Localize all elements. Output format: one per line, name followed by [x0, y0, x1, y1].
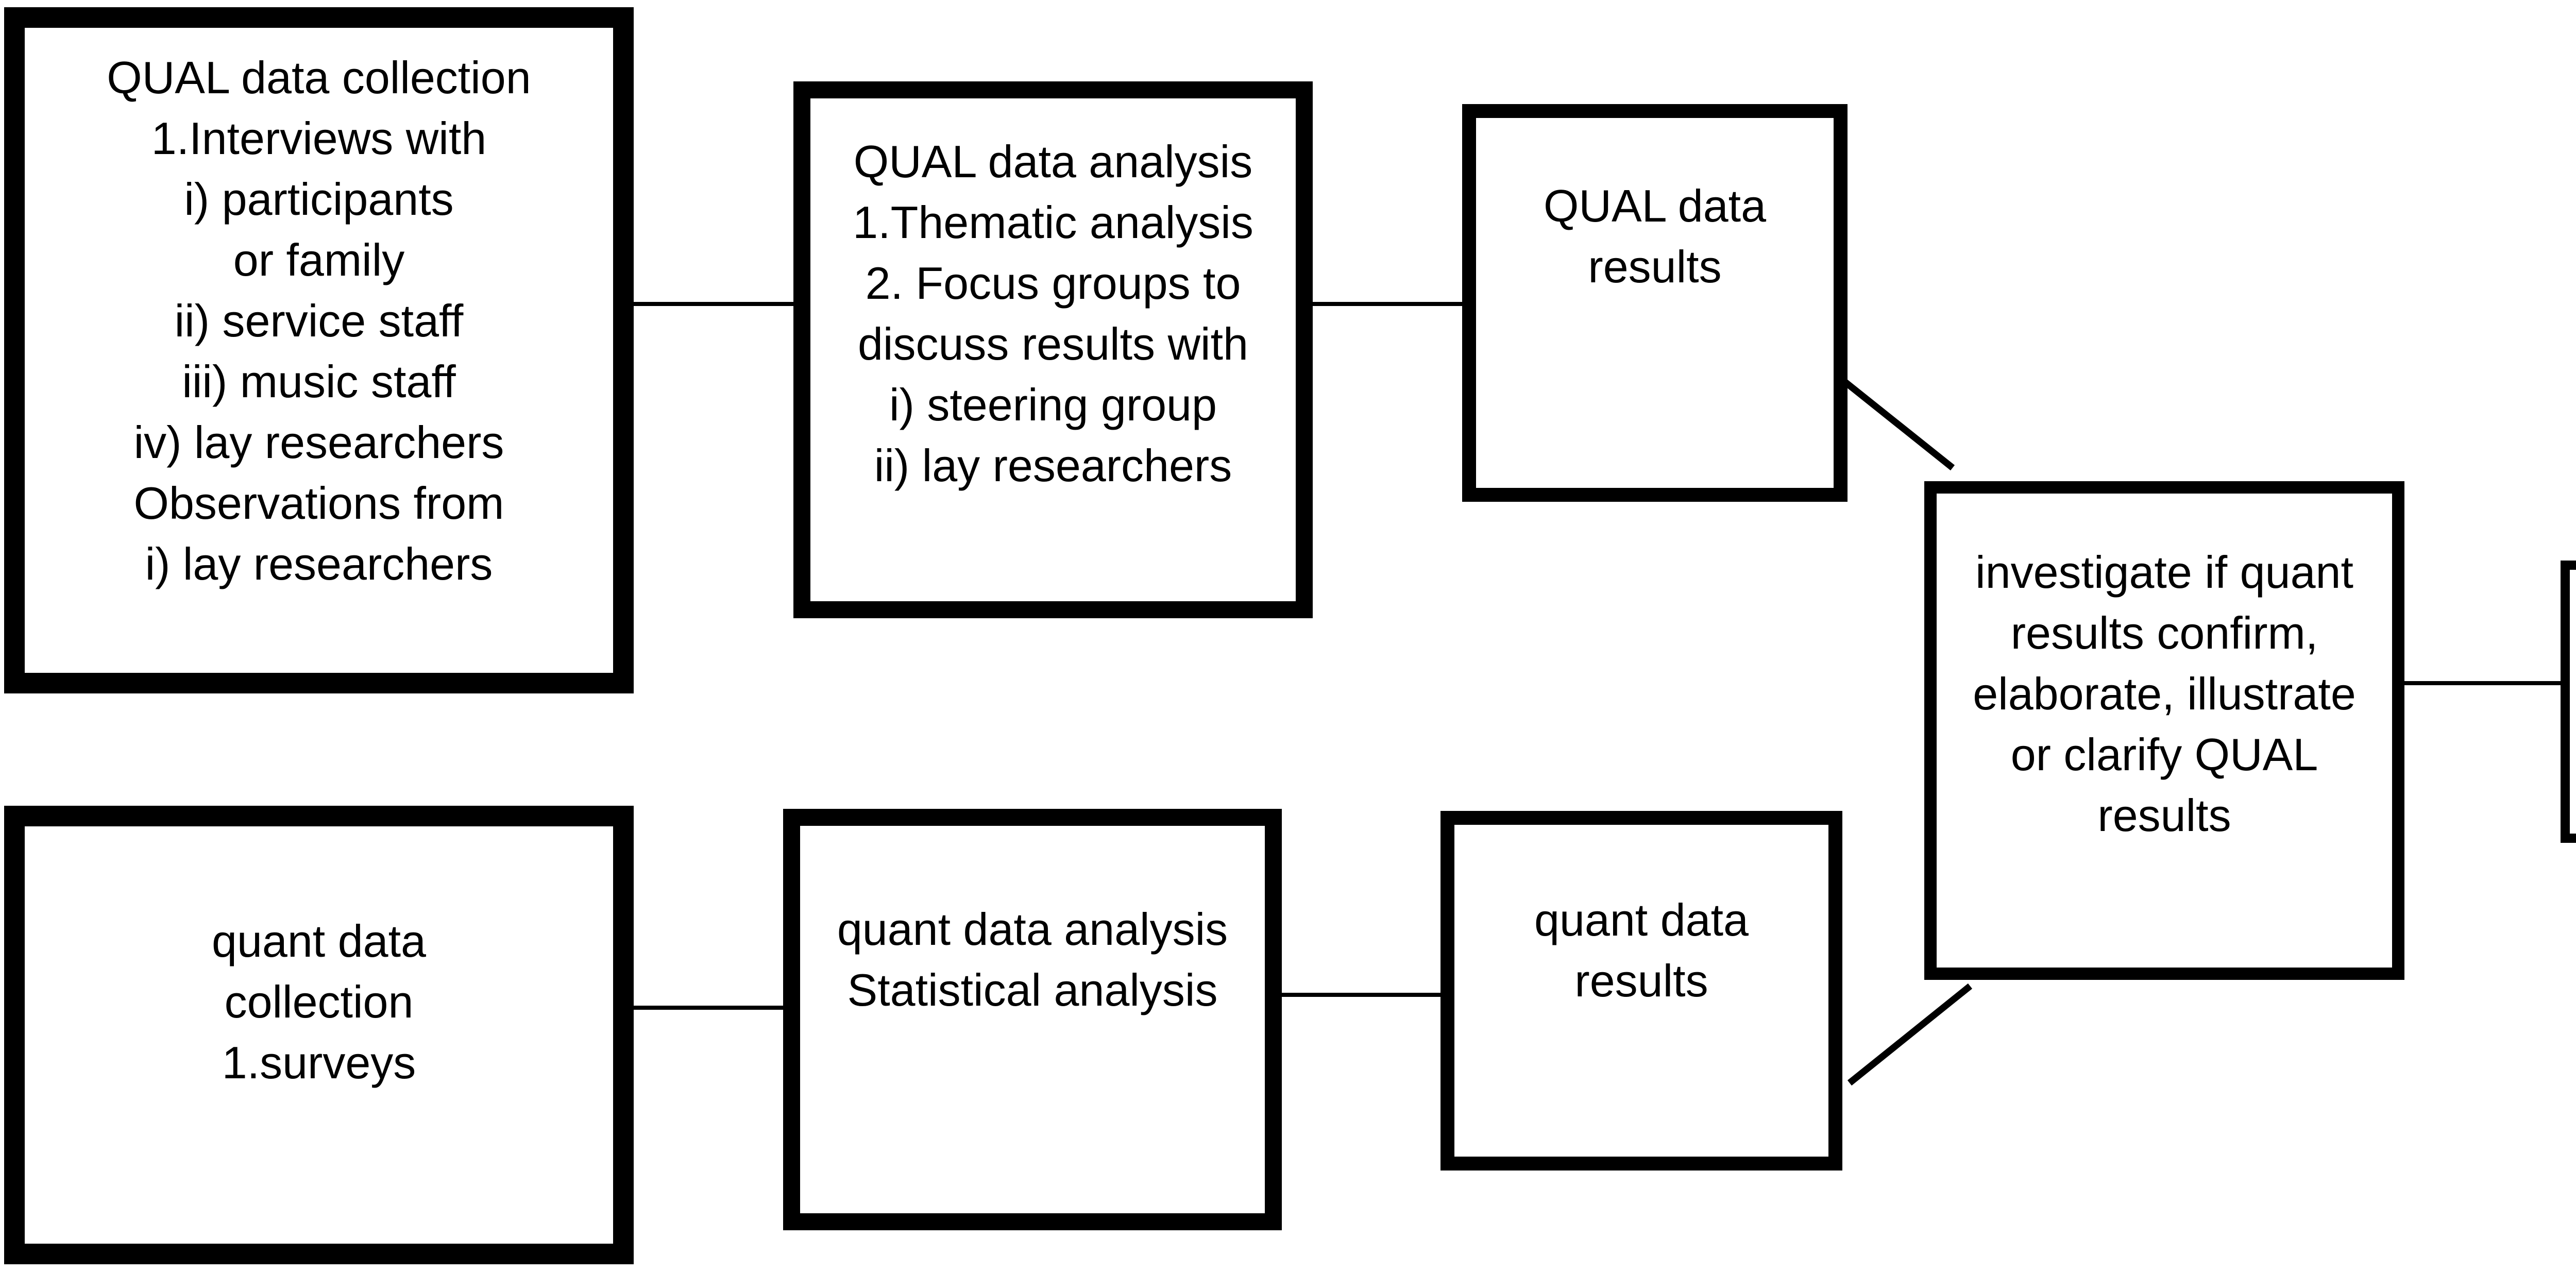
box-text-line: QUAL data analysis [853, 136, 1253, 187]
box-text-line: results confirm, [2010, 607, 2318, 658]
connector-qual-results-to-integration [1838, 375, 1955, 471]
box-text-line: discuss results with [857, 318, 1248, 369]
box-text-line: i) participants [184, 174, 454, 225]
box-text-line: Observations from [133, 478, 504, 529]
connector-quant-results-to-integration [1847, 983, 1973, 1086]
box-qual-data-analysis: QUAL data analysis 1.Thematic analysis 2… [793, 81, 1313, 618]
box-quant-data-analysis: quant data analysis Statistical analysis [783, 809, 1282, 1230]
box-text-line: results [1574, 955, 1708, 1006]
box-text-line: quant data [212, 915, 426, 966]
box-text-line: results [1588, 241, 1722, 292]
box-quant-data-collection: quant data collection 1.surveys [4, 806, 634, 1264]
box-quant-data-results: quant data results [1440, 811, 1842, 1171]
box-text-line: 1.surveys [222, 1037, 416, 1088]
box-text-line: collection [224, 976, 414, 1027]
box-qual-data-results: QUAL data results [1462, 104, 1848, 502]
box-text-line: or clarify QUAL [2010, 729, 2318, 780]
box-text-line: results [2097, 790, 2231, 841]
box-text-line: 2. Focus groups to [865, 258, 1241, 309]
box-text-line: elaborate, illustrate [1973, 668, 2356, 719]
box-text-line: ii) lay researchers [874, 440, 1232, 491]
box-integration: investigate if quant results confirm, el… [1924, 481, 2404, 980]
box-text-line: QUAL data collection [107, 52, 531, 103]
box-text-line: iv) lay researchers [133, 417, 504, 468]
box-qual-data-collection: QUAL data collection 1.Interviews with i… [4, 7, 634, 693]
box-text-line: 1.Interviews with [151, 113, 487, 164]
box-text-line: i) steering group [889, 379, 1217, 430]
box-text-line: Statistical analysis [847, 964, 1218, 1015]
box-text-line: quant data [1534, 894, 1749, 945]
box-text-line: iii) music staff [182, 356, 456, 407]
box-text-line: i) lay researchers [145, 538, 493, 589]
box-text-line: 1.Thematic analysis [853, 197, 1253, 248]
box-text-line: or family [233, 234, 405, 285]
box-text-line: ii) service staff [174, 295, 464, 346]
box-text-line: investigate if quant [1975, 547, 2353, 598]
box-text-line: QUAL data [1543, 180, 1767, 231]
box-interpretation: INTERPRETATION QUAL + quant [2561, 561, 2576, 843]
box-text-line: quant data analysis [837, 904, 1228, 955]
